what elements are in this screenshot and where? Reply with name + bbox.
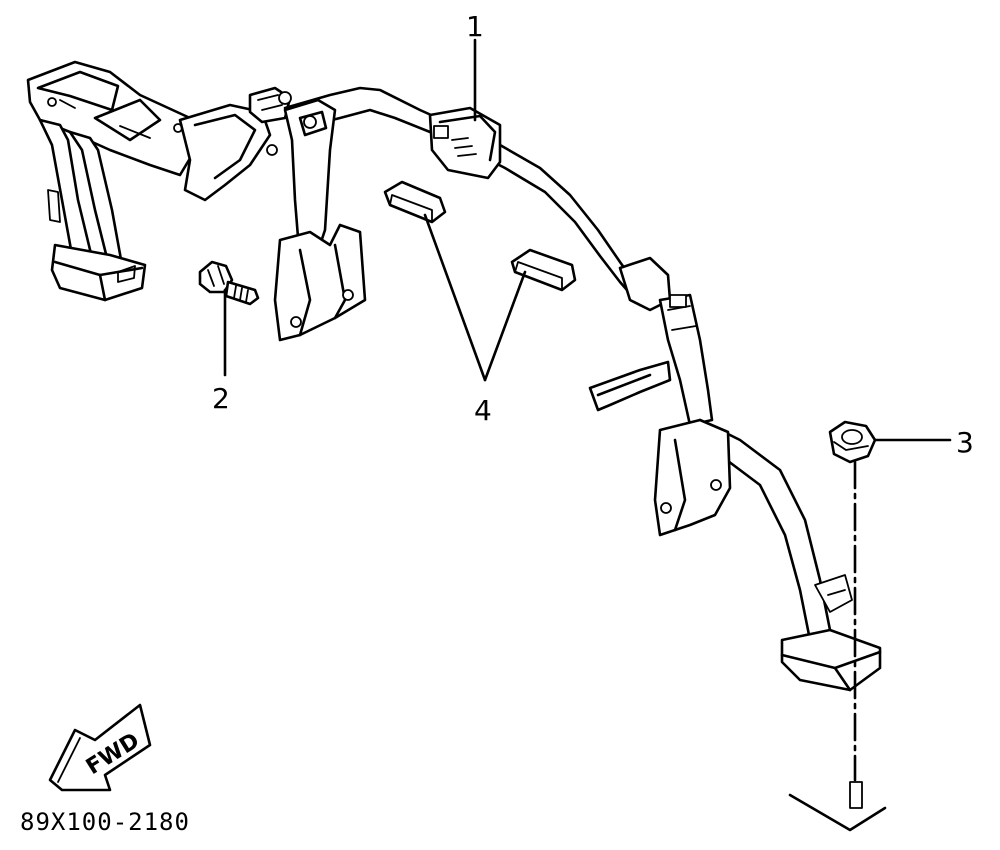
leader-line-4b <box>483 270 527 382</box>
fwd-arrow: FWD <box>48 703 152 792</box>
callout-2: 2 <box>212 382 230 415</box>
leader-line-4a <box>423 213 487 382</box>
tube-frame <box>278 86 832 642</box>
ground-reference <box>788 781 887 832</box>
right-bracket-assembly <box>588 360 882 692</box>
bolt-part-2 <box>198 260 260 306</box>
left-bracket-assembly <box>26 60 292 302</box>
center-mount-plate <box>273 223 367 342</box>
callout-3: 3 <box>956 426 974 459</box>
diagram-part-code: 89X100-2180 <box>20 808 190 836</box>
leader-lines <box>223 38 952 782</box>
callout-4: 4 <box>474 394 492 427</box>
callout-1: 1 <box>466 10 484 43</box>
nut-part-3 <box>828 420 877 464</box>
pads-part-4 <box>383 180 577 292</box>
